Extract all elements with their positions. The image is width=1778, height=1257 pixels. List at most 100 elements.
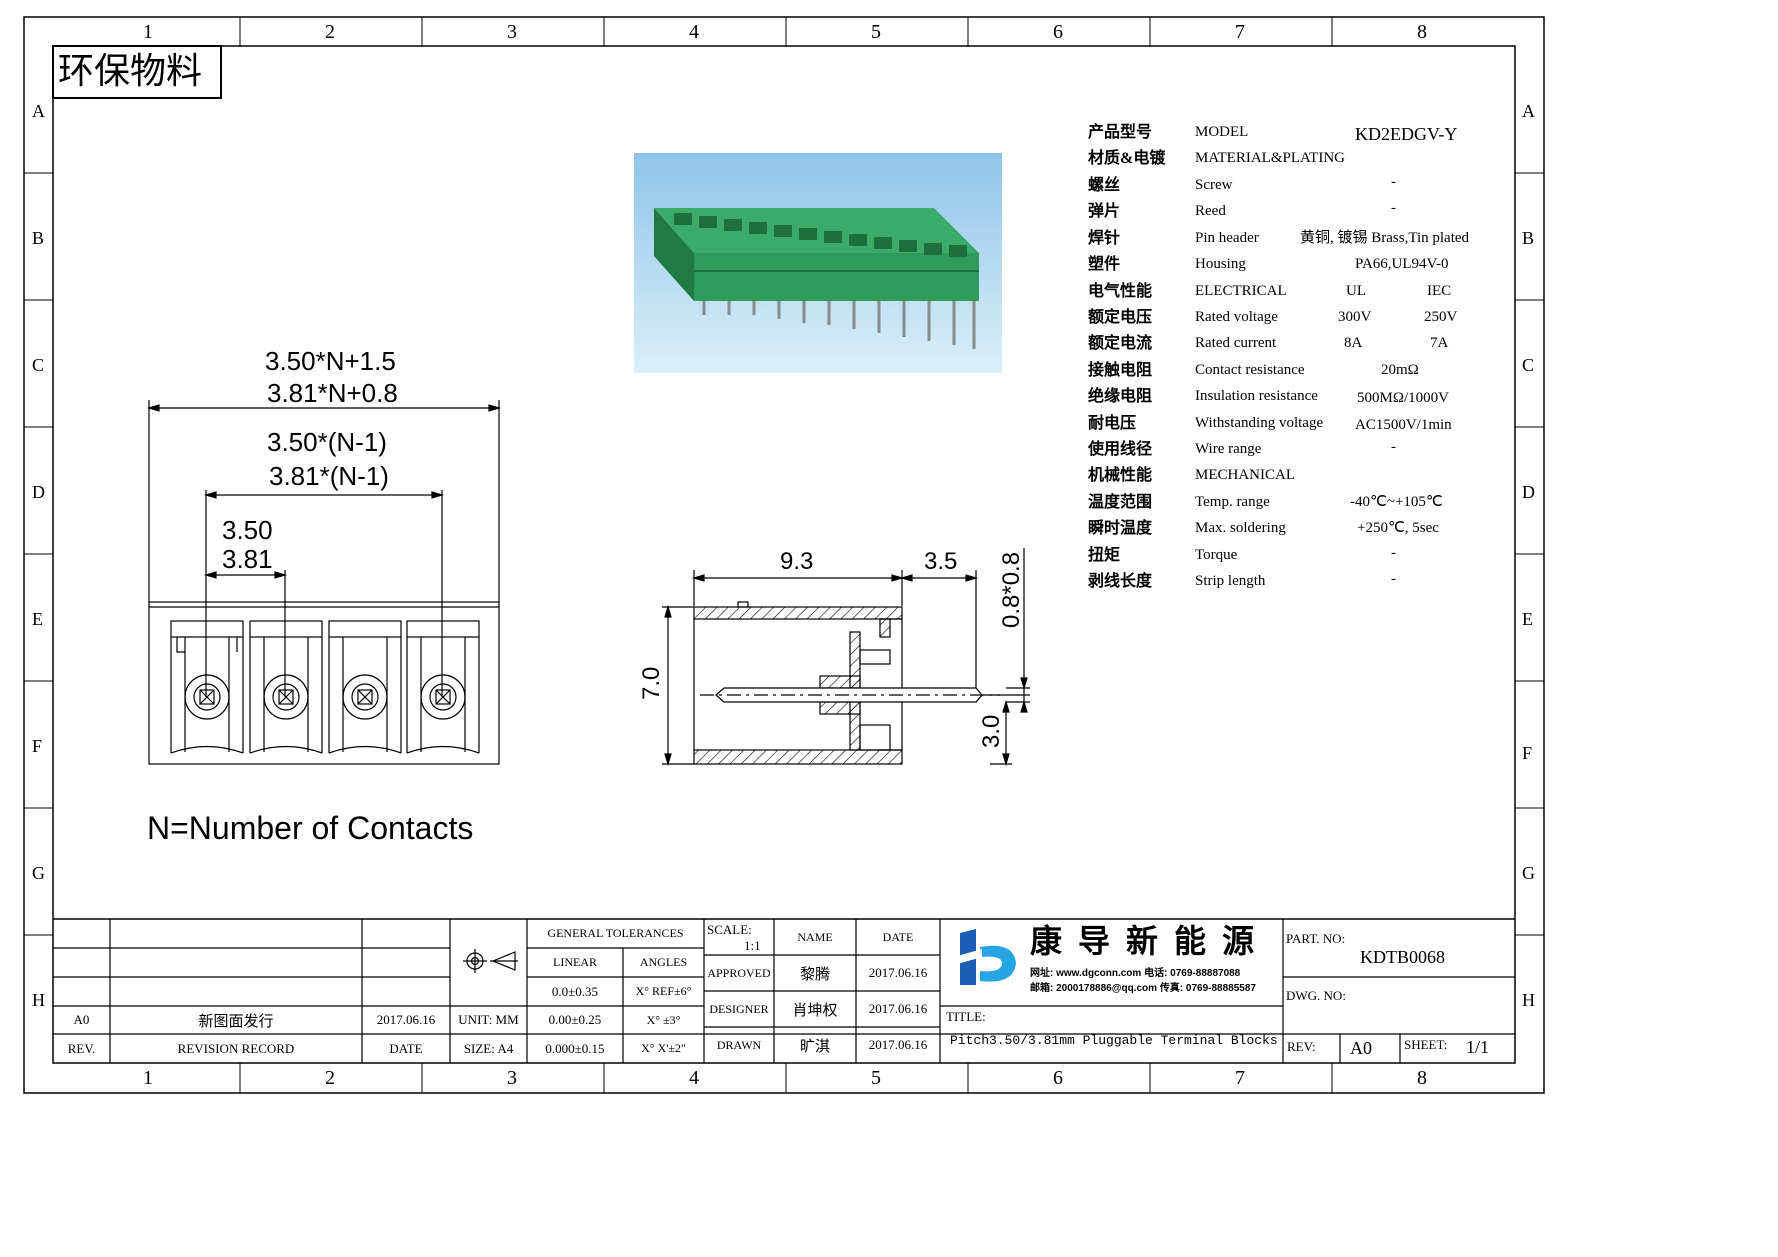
spec-cn-label: 电气性能: [1088, 283, 1153, 300]
spec-en-label: Housing: [1195, 256, 1246, 272]
size-label: SIZE: A4: [463, 1040, 514, 1056]
column-label-8-bottom: 8: [1417, 1067, 1427, 1089]
date-header: DATE: [389, 1040, 423, 1056]
column-label-4: 4: [689, 21, 699, 43]
spec-cn-label: 材质&电镀: [1088, 150, 1166, 167]
spec-en-label: Strip length: [1195, 573, 1266, 589]
dim-depth: 9.3: [780, 548, 814, 575]
title-label: TITLE:: [946, 1009, 986, 1024]
spec-en-label: Pin header: [1195, 230, 1259, 246]
revision-record-header: REVISION RECORD: [177, 1040, 295, 1056]
column-label-5-bottom: 5: [871, 1067, 881, 1089]
row-label-g-right: G: [1522, 863, 1535, 883]
revision-date-value: 2017.06.16: [376, 1012, 436, 1027]
approved-date: 2017.06.16: [868, 965, 928, 980]
company-logo: [952, 927, 1024, 989]
front-view-drawing: [146, 400, 502, 765]
column-label-7: 7: [1235, 21, 1245, 43]
row-label-g: G: [32, 863, 45, 883]
spec-value: -: [1391, 200, 1396, 216]
sheet-label: SHEET:: [1404, 1037, 1448, 1052]
spec-cn-label: 耐电压: [1088, 415, 1137, 432]
spec-en-label: Torque: [1195, 547, 1238, 563]
column-label-5: 5: [871, 21, 881, 43]
spec-en-label: MECHANICAL: [1195, 467, 1295, 483]
row-label-c: C: [32, 355, 45, 375]
eco-material-stamp: 环保物料: [58, 51, 203, 91]
spec-cn-label: 接触电阻: [1088, 362, 1153, 379]
spec-cn-label: 螺丝: [1088, 177, 1121, 194]
revision-record-value: 新图面发行: [198, 1013, 274, 1030]
spec-cn-label: 额定电流: [1088, 335, 1153, 352]
row-label-h: H: [32, 990, 45, 1010]
row-label-a-right: A: [1522, 101, 1535, 121]
rev-value: A0: [73, 1012, 90, 1027]
row-label-a: A: [32, 101, 45, 121]
column-label-6: 6: [1053, 21, 1063, 43]
spec-cn-label: 焊针: [1088, 230, 1121, 247]
column-label-3-bottom: 3: [507, 1067, 517, 1089]
company-name: 康 导 新 能 源: [1030, 923, 1259, 959]
spec-en-label: Withstanding voltage: [1195, 415, 1324, 431]
sheet-border: [23, 16, 1545, 1094]
spec-value: 20mΩ: [1381, 362, 1419, 378]
dim-span-pitch-381: 3.81*(N-1): [269, 461, 389, 491]
linear-tolerance-2: 0.00±0.25: [548, 1012, 602, 1027]
dim-pin-length: 3.5: [924, 548, 958, 575]
spec-value: -: [1391, 545, 1396, 561]
angle-tolerance-3: X° X'±2": [641, 1041, 686, 1055]
row-label-f-right: F: [1522, 743, 1533, 763]
sheet-value: 1/1: [1466, 1037, 1490, 1057]
spec-cn-label: 剥线长度: [1088, 573, 1153, 590]
name-header: NAME: [797, 929, 833, 944]
spec-value-iec: 7A: [1430, 335, 1449, 351]
side-section-drawing: [662, 548, 1030, 767]
spec-cn-label: 绝缘电阻: [1088, 388, 1153, 405]
column-label-4-bottom: 4: [689, 1067, 699, 1089]
dim-overall-pitch-350: 3.50*N+1.5: [265, 346, 396, 376]
spec-en-label: MATERIAL&PLATING: [1195, 150, 1345, 166]
row-label-e: E: [32, 609, 43, 629]
number-of-contacts-note: N=Number of Contacts: [147, 810, 474, 846]
spec-en-label: Rated current: [1195, 335, 1277, 351]
spec-value: -: [1391, 571, 1396, 587]
company-logo-icon: [954, 929, 1016, 985]
angle-tolerance-1: X° REF±6°: [635, 984, 692, 998]
column-label-2-bottom: 2: [325, 1067, 335, 1089]
column-label-7-bottom: 7: [1235, 1067, 1245, 1089]
dim-span-pitch-350: 3.50*(N-1): [267, 427, 387, 457]
spec-value: KD2EDGV-Y: [1355, 124, 1458, 144]
scale-label: SCALE:: [707, 922, 752, 937]
spec-en-label: Reed: [1195, 203, 1226, 219]
column-label-8: 8: [1417, 21, 1427, 43]
linear-tolerance-1: 0.0±0.35: [551, 983, 599, 999]
company-contact-line-2: 邮箱: 2000178886@qq.com 传真: 0769-88885587: [1030, 983, 1256, 994]
designer-label: DESIGNER: [709, 1001, 769, 1016]
drawn-label: DRAWN: [716, 1037, 762, 1052]
spec-en-label: Screw: [1195, 177, 1233, 193]
spec-value-iec: 250V: [1424, 309, 1458, 325]
product-photo: [634, 153, 1002, 373]
spec-en-label: Wire range: [1195, 441, 1262, 457]
spec-value-ul: 8A: [1344, 335, 1363, 351]
row-label-c-right: C: [1522, 355, 1535, 375]
stamp-box: [52, 45, 222, 99]
dim-pitch-381: 3.81: [222, 544, 273, 574]
row-label-b: B: [32, 228, 45, 248]
column-label-1: 1: [143, 21, 153, 43]
spec-en-label: Max. soldering: [1195, 520, 1286, 536]
spec-cn-label: 机械性能: [1088, 467, 1153, 484]
linear-header: LINEAR: [553, 955, 597, 969]
angles-header: ANGLES: [639, 955, 688, 969]
spec-en-label: MODEL: [1195, 124, 1249, 140]
drawing-sheet: [23, 16, 1545, 1094]
row-label-f: F: [32, 736, 43, 756]
rev-label: REV:: [1287, 1039, 1316, 1054]
scale-value: 1:1: [744, 938, 761, 953]
spec-en-label: Temp. range: [1195, 494, 1270, 510]
spec-cn-label: 温度范围: [1088, 494, 1153, 511]
spec-cn-label: 产品型号: [1088, 124, 1153, 141]
spec-value-iec: IEC: [1427, 283, 1452, 299]
designer-date: 2017.06.16: [868, 1001, 928, 1016]
dim-pitch-350: 3.50: [222, 515, 273, 545]
